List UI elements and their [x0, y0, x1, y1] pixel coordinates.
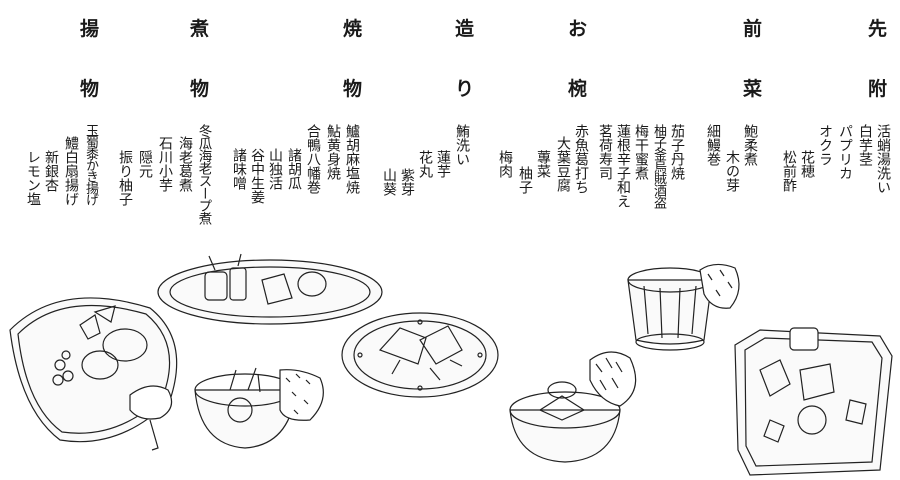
course-title-top: 先 [868, 18, 888, 40]
menu-item: オクラ [817, 124, 833, 166]
menu-item: 鮎黄身焼 [325, 124, 341, 180]
menu-item: 蓴菜 [535, 150, 551, 178]
menu-item: 花丸 [417, 150, 433, 178]
course-title-bottom: 附 [868, 78, 888, 100]
menu-item: 細鰻巻 [705, 124, 721, 166]
menu-item: 谷中生姜 [249, 148, 265, 204]
menu-item: 新銀杏 [43, 150, 59, 192]
menu-item: 鮑柔煮 [742, 124, 758, 166]
course-title-bottom: 菜 [743, 78, 763, 100]
course-title-bottom: 物 [80, 78, 100, 100]
menu-item: 諸味噌 [231, 148, 247, 190]
course-title-top: 揚 [80, 18, 100, 40]
sashimi-plate [341, 312, 499, 398]
menu-item: 鱧白扇揚げ [63, 136, 79, 206]
menu-item: 赤魚葛打ち [573, 124, 589, 194]
dish-illustrations [0, 250, 900, 480]
menu-item: 松前酢 [781, 150, 797, 192]
course-title-bottom: 物 [343, 78, 363, 100]
course-title-top: お [568, 18, 588, 40]
menu-item: 茄子丹焼 [669, 124, 685, 180]
starter-square-plate [734, 327, 893, 476]
menu-item: 梅肉 [497, 150, 513, 178]
menu-item: 紫芽 [399, 168, 415, 196]
menu-item: 木の芽 [724, 150, 740, 192]
menu-item: 振り柚子 [117, 150, 133, 206]
menu-item: 白芋茎 [857, 124, 873, 166]
menu-item: 合鴨八幡巻 [305, 124, 321, 194]
simmered-dish-bowl [194, 367, 324, 449]
course-title-top: 前 [743, 18, 763, 40]
menu-item: 海老葛煮 [177, 136, 193, 192]
menu-item: 冬瓜海老スープ煮 [195, 124, 212, 224]
menu-item: 大葉豆腐 [555, 136, 571, 192]
menu-item: 山葵 [381, 168, 397, 196]
menu-text: 先 附 活蛸湯洗い 白芋茎 パプリカ オクラ 花穂 松前酢 前 菜 鮑柔煮 木の… [25, 18, 891, 225]
appetizer-glass [627, 263, 740, 351]
menu-item: 隠元 [137, 150, 153, 178]
course-title-bottom: り [455, 78, 475, 100]
menu-item: 柚子 [517, 166, 533, 194]
menu-item: 玉蜀黍かき揚げ [83, 124, 98, 205]
menu-item: 石川小芋 [157, 136, 173, 192]
menu-item: パプリカ [837, 124, 853, 180]
menu-item: 蓮芋 [435, 150, 451, 178]
menu-item: 花穂 [799, 150, 815, 178]
course-title-bottom: 椀 [568, 78, 588, 100]
course-title-top: 煮 [190, 18, 210, 40]
course-title-bottom: 物 [190, 78, 210, 100]
menu-item: 蓮根辛子和え [615, 124, 631, 208]
menu-item: 山独活 [267, 148, 283, 190]
menu-item: 梅干蜜煮 [633, 124, 649, 180]
fried-dish-plate [9, 297, 178, 451]
menu-item: 柚子釜烏賊酒盗 [651, 124, 666, 208]
course-title-top: 焼 [343, 18, 363, 40]
grilled-dish-plate [157, 253, 383, 325]
menu-item: 鱸胡麻塩焼 [344, 124, 360, 194]
menu-item: 活蛸湯洗い [875, 124, 891, 194]
menu-item: 諸胡瓜 [286, 148, 302, 190]
soup-bowl [509, 351, 637, 463]
menu-item: 茗荷寿司 [597, 124, 613, 180]
menu-item: レモン塩 [25, 150, 41, 206]
course-title-top: 造 [455, 18, 475, 40]
menu-item: 鮪洗い [454, 124, 470, 166]
